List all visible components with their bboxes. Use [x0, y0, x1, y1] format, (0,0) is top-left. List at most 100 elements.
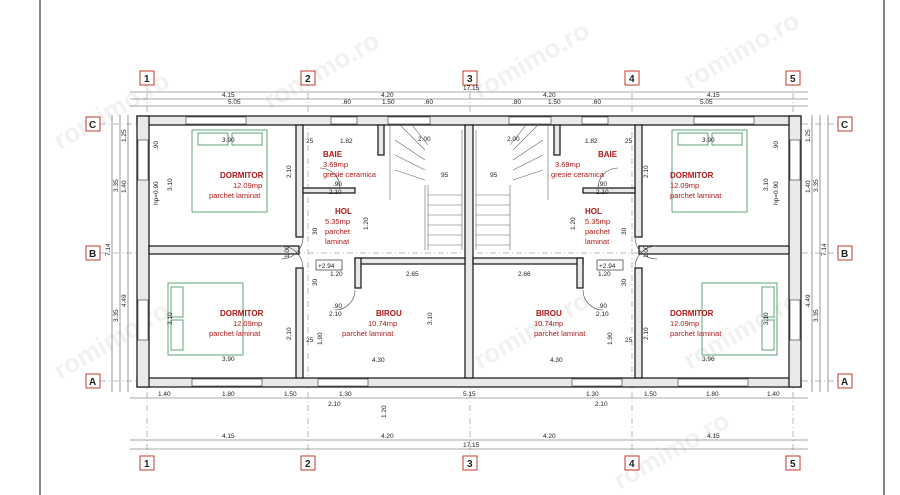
room-floor: gresie ceramica — [323, 170, 377, 179]
dim-text: 4.20 — [543, 433, 556, 440]
room-floor: parchet — [585, 227, 611, 236]
dim-text: 4.20 — [381, 92, 394, 99]
dim-right-total: 7.14 — [821, 243, 828, 256]
watermark: romimo.ro — [468, 15, 594, 105]
dim-text: 2.00 — [507, 136, 520, 143]
dim-text: 2.10 — [596, 311, 609, 318]
dim-text: 1.80 — [222, 391, 235, 398]
room-name: DORMITOR — [670, 309, 714, 318]
interior-walls — [148, 124, 790, 379]
dim-text: 25 — [306, 337, 314, 344]
dim-text: 95 — [490, 172, 498, 179]
dim-text: 3.35 — [113, 309, 120, 322]
axis-label-c: C — [89, 120, 96, 131]
dim-text: 1.40 — [121, 180, 128, 193]
dim-text: .90 — [598, 303, 607, 310]
room-floor: gresie ceramica — [551, 170, 605, 179]
axis-label-5: 5 — [790, 459, 796, 470]
dim-text: 2.10 — [643, 165, 650, 178]
axis-label-3: 3 — [467, 459, 473, 470]
room-area: 12.09mp — [670, 319, 699, 328]
dim-text: 2.10 — [596, 189, 609, 196]
dim-text: 3.90 — [702, 137, 715, 144]
dim-text: 1.00 — [284, 245, 291, 258]
dim-text: 1.30 — [339, 391, 352, 398]
room-floor: parchet laminat — [670, 329, 722, 338]
dim-text: hp=0.90 — [153, 181, 160, 205]
axis-label-3: 3 — [467, 74, 473, 85]
axis-label-c: C — [841, 120, 848, 131]
watermark: romimo.ro — [678, 5, 804, 95]
room-name: DORMITOR — [220, 309, 264, 318]
room-area: 10.74mp — [534, 319, 563, 328]
dim-text: .90 — [333, 181, 342, 188]
dim-text: 2.00 — [418, 136, 431, 143]
dim-text: 3.35 — [813, 179, 820, 192]
dim-text: 1.20 — [598, 271, 611, 278]
room-area: 12.09mp — [670, 181, 699, 190]
dim-text: 4.15 — [707, 433, 720, 440]
dim-text: 1.20 — [570, 217, 577, 230]
dim-text: 3.35 — [813, 309, 820, 322]
dim-text: 4.15 — [222, 433, 235, 440]
watermark: romimo.ro — [48, 295, 174, 385]
axis-label-1: 1 — [144, 74, 150, 85]
room-floor: parchet — [325, 227, 351, 236]
dim-text: 1.25 — [805, 129, 812, 142]
dim-text: 1.20 — [363, 217, 370, 230]
room-floor: parchet laminat — [342, 329, 394, 338]
stairs — [389, 124, 549, 250]
dim-text: 3.10 — [427, 312, 434, 325]
dim-text: 2.10 — [328, 401, 341, 408]
dim-text: 2.10 — [643, 327, 650, 340]
dim-top-total: 17.15 — [463, 85, 480, 92]
dim-bottom-total: 17.15 — [463, 442, 480, 449]
axis-label-4: 4 — [629, 74, 635, 85]
axis-label-1: 1 — [144, 459, 150, 470]
dim-text: 1.25 — [121, 129, 128, 142]
dim-text: 1.82 — [340, 138, 353, 145]
dim-text: .90 — [333, 303, 342, 310]
room-name: BAIE — [323, 150, 343, 159]
dim-text: 2.10 — [329, 311, 342, 318]
dim-text: .80 — [512, 99, 521, 106]
watermark: romimo.ro — [258, 25, 384, 115]
axis-label-2: 2 — [305, 459, 311, 470]
dim-text: 1.50 — [382, 99, 395, 106]
room-name: DORMITOR — [220, 171, 264, 180]
dim-text: 5.15 — [463, 391, 476, 398]
room-area: 10.74mp — [368, 319, 397, 328]
room-area: 5.35mp — [325, 217, 350, 226]
dim-text: 25 — [625, 138, 633, 145]
dim-text: .90 — [598, 181, 607, 188]
dim-text: 2.10 — [329, 189, 342, 196]
dim-text: 1.20 — [381, 405, 388, 418]
room-area: 3.69mp — [323, 160, 348, 169]
dim-text: .60 — [592, 99, 601, 106]
dim-text: .60 — [424, 99, 433, 106]
dim-text: 3.10 — [167, 312, 174, 325]
dim-text: 3.90 — [222, 356, 235, 363]
dim-text: 4.20 — [543, 92, 556, 99]
dim-text: 2.10 — [286, 165, 293, 178]
outer-walls — [136, 115, 802, 388]
interior-dimensions: 3.90 3.90 3.90 3.96 3.10 3.10 3.10 3.10 … — [153, 136, 780, 364]
room-area: 5.35mp — [585, 217, 610, 226]
dim-text: 30 — [312, 278, 319, 286]
axis-label-a: A — [89, 377, 96, 388]
axis-label-4: 4 — [629, 459, 635, 470]
room-floor: parchet laminat — [209, 191, 261, 200]
dim-text: 3.10 — [763, 178, 770, 191]
dim-text: 4.49 — [121, 294, 128, 307]
dim-text: 1.50 — [548, 99, 561, 106]
level-label: +2.94 — [318, 263, 335, 270]
room-floor: parchet laminat — [209, 329, 261, 338]
dim-text: .90 — [153, 141, 160, 150]
dim-text: .60 — [342, 99, 351, 106]
dim-text: 4.30 — [550, 357, 563, 364]
dim-text: 2.66 — [518, 271, 531, 278]
dim-text: 3.96 — [702, 356, 715, 363]
room-name: HOL — [335, 207, 352, 216]
room-area: 12.09mp — [233, 181, 262, 190]
